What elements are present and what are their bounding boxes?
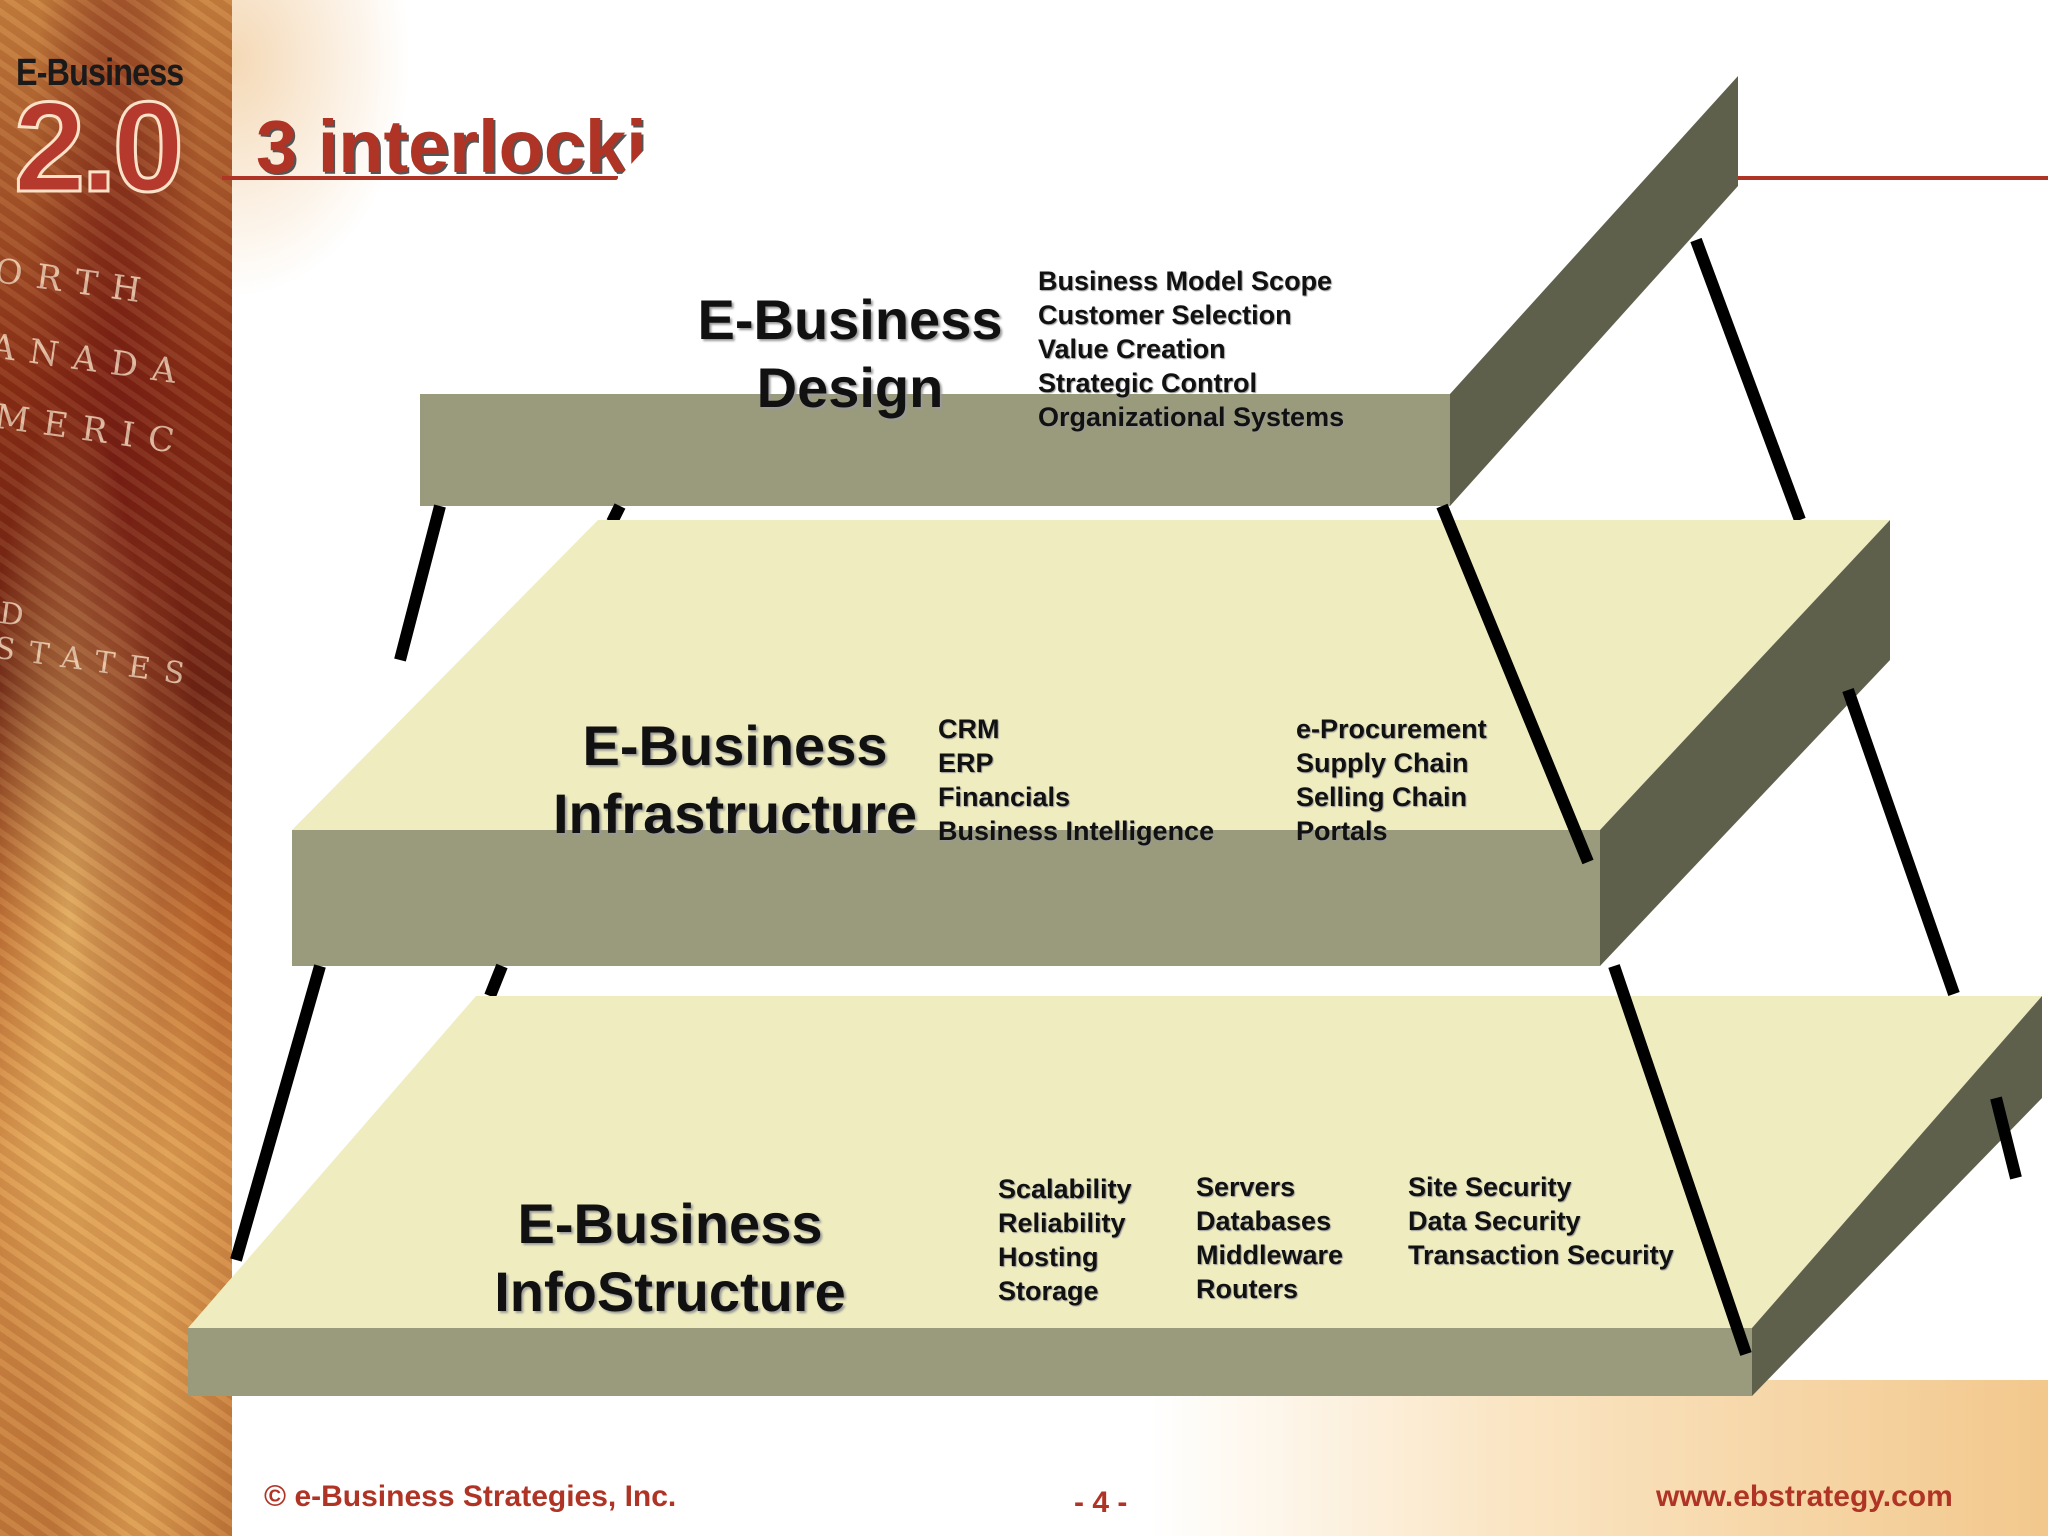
pillar [230, 964, 326, 1262]
pillar [1842, 688, 1960, 996]
list-item: Portals [1296, 816, 1388, 846]
list-item: Data Security [1408, 1206, 1581, 1236]
list-item: Hosting [998, 1242, 1099, 1272]
title-underline [222, 176, 618, 180]
list-item: ERP [938, 748, 994, 778]
infrastructure-layer-title: E-Business Infrastructure [530, 712, 940, 848]
footer-page-number: - 4 - [1074, 1486, 1128, 1519]
list-item: Servers [1196, 1172, 1296, 1202]
list-item: Supply Chain [1296, 748, 1469, 778]
page-title: 3 interlocki [256, 105, 647, 188]
infrastructure-platform-side [1600, 520, 1890, 966]
list-item: Organizational Systems [1038, 402, 1345, 432]
layer-title-line: E-Business [697, 288, 1003, 351]
list-item: Storage [998, 1276, 1099, 1306]
list-item: Site Security [1408, 1172, 1572, 1202]
infrastructure-platform-top [292, 520, 1890, 830]
layer-title-line: Infrastructure [552, 782, 918, 845]
list-item: Value Creation [1038, 334, 1226, 364]
list-item: Financials [938, 782, 1071, 812]
left-decorative-map-strip: ORTH ANADA MERIC D STATES [0, 0, 232, 1536]
pillar [1436, 503, 1594, 865]
layer-title-line: E-Business [582, 714, 888, 777]
pillar [1608, 964, 1752, 1356]
infostructure-platform-side [1752, 996, 2042, 1396]
bottom-glow-decoration [1150, 1380, 2048, 1536]
design-platform-top [420, 76, 1738, 394]
list-item: CRM [938, 714, 1000, 744]
infostructure-security-list: Site Security Data Security Transaction … [1408, 1170, 1674, 1272]
design-layer-title: E-Business Design [680, 286, 1020, 422]
logo-text: E-Business [16, 52, 184, 94]
pillar [1990, 1096, 2022, 1180]
list-item: Selling Chain [1296, 782, 1468, 812]
design-platform-front [420, 394, 1450, 506]
list-item: Business Model Scope [1038, 266, 1333, 296]
list-item: Strategic Control [1038, 368, 1258, 398]
infostructure-platform-front [188, 1328, 1752, 1396]
pillar [606, 503, 626, 525]
pillar [484, 963, 508, 999]
infostructure-platform-top [188, 996, 2042, 1328]
infrastructure-apps-list: CRM ERP Financials Business Intelligence [938, 712, 1214, 848]
infostructure-qualities-list: Scalability Reliability Hosting Storage [998, 1172, 1132, 1308]
list-item: Databases [1196, 1206, 1332, 1236]
list-item: e-Procurement [1296, 714, 1487, 744]
footer-copyright: © e-Business Strategies, Inc. [264, 1480, 677, 1513]
footer-url: www.ebstrategy.com [1656, 1480, 1953, 1513]
list-item: Business Intelligence [938, 816, 1215, 846]
title-underline-right [1736, 176, 2048, 180]
list-item: Routers [1196, 1274, 1299, 1304]
infrastructure-chain-list: e-Procurement Supply Chain Selling Chain… [1296, 712, 1487, 848]
infrastructure-platform-front [292, 830, 1600, 966]
layer-title-line: E-Business [517, 1192, 823, 1255]
logo-version: 2.0 [13, 76, 186, 219]
pillar [1690, 237, 1806, 523]
top-glow-decoration [232, 0, 412, 300]
pillar [394, 504, 446, 662]
infostructure-layer-title: E-Business InfoStructure [470, 1190, 870, 1326]
list-item: Middleware [1196, 1240, 1344, 1270]
list-item: Transaction Security [1408, 1240, 1674, 1270]
list-item: Customer Selection [1038, 300, 1292, 330]
layer-title-line: InfoStructure [494, 1260, 846, 1323]
design-platform-side [1450, 76, 1738, 506]
list-item: Scalability [998, 1174, 1132, 1204]
layer-title-line: Design [756, 356, 944, 419]
design-item-list: Business Model Scope Customer Selection … [1038, 264, 1344, 434]
list-item: Reliability [998, 1208, 1126, 1238]
infostructure-hardware-list: Servers Databases Middleware Routers [1196, 1170, 1343, 1306]
